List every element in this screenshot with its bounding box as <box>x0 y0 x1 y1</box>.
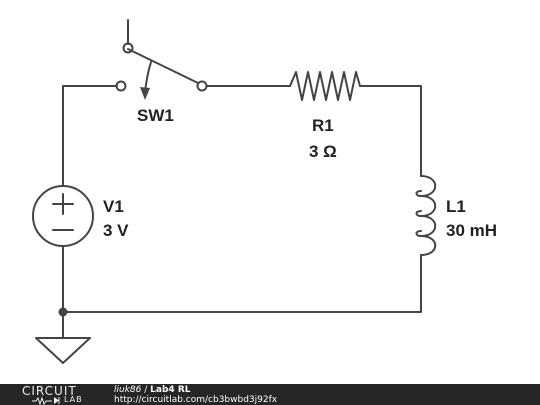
circuit-schematic: SW1 R1 3 Ω L1 30 mH V1 3 V <box>32 19 497 364</box>
switch-name-label: SW1 <box>137 106 174 125</box>
ground-symbol-icon <box>35 337 91 364</box>
circuitlab-logo-icon <box>32 396 60 405</box>
footer-separator: / <box>144 385 148 395</box>
footer-text: liuk86 / Lab4 RL http://circuitlab.com/c… <box>114 385 277 405</box>
circuit-url-link[interactable]: http://circuitlab.com/cb3bwbd3j92fx <box>114 395 278 405</box>
inductor-name-label: L1 <box>446 197 466 216</box>
circuitlab-logo-lab: LAB <box>64 395 83 404</box>
footer-bar: CIRCUIT LAB liuk86 / Lab4 RL http://circ… <box>0 384 540 405</box>
resistor-r1 <box>289 71 361 101</box>
voltage-source-v1 <box>32 185 94 247</box>
inductor-l1 <box>415 175 437 256</box>
wire-inductor-to-bottom <box>62 254 422 313</box>
wire-top-left <box>62 85 118 187</box>
source-value-label: 3 V <box>103 221 129 240</box>
source-name-label: V1 <box>103 197 124 216</box>
circuitlab-logo-text: CIRCUIT <box>22 384 77 398</box>
switch-sw1 <box>115 19 208 100</box>
junction-node <box>58 307 68 317</box>
resistor-value-label: 3 Ω <box>309 142 337 161</box>
wire-resistor-to-inductor <box>359 85 422 177</box>
author-name[interactable]: liuk86 <box>114 385 142 395</box>
inductor-value-label: 30 mH <box>446 221 497 240</box>
resistor-name-label: R1 <box>312 116 334 135</box>
circuit-title[interactable]: Lab4 RL <box>150 385 191 395</box>
